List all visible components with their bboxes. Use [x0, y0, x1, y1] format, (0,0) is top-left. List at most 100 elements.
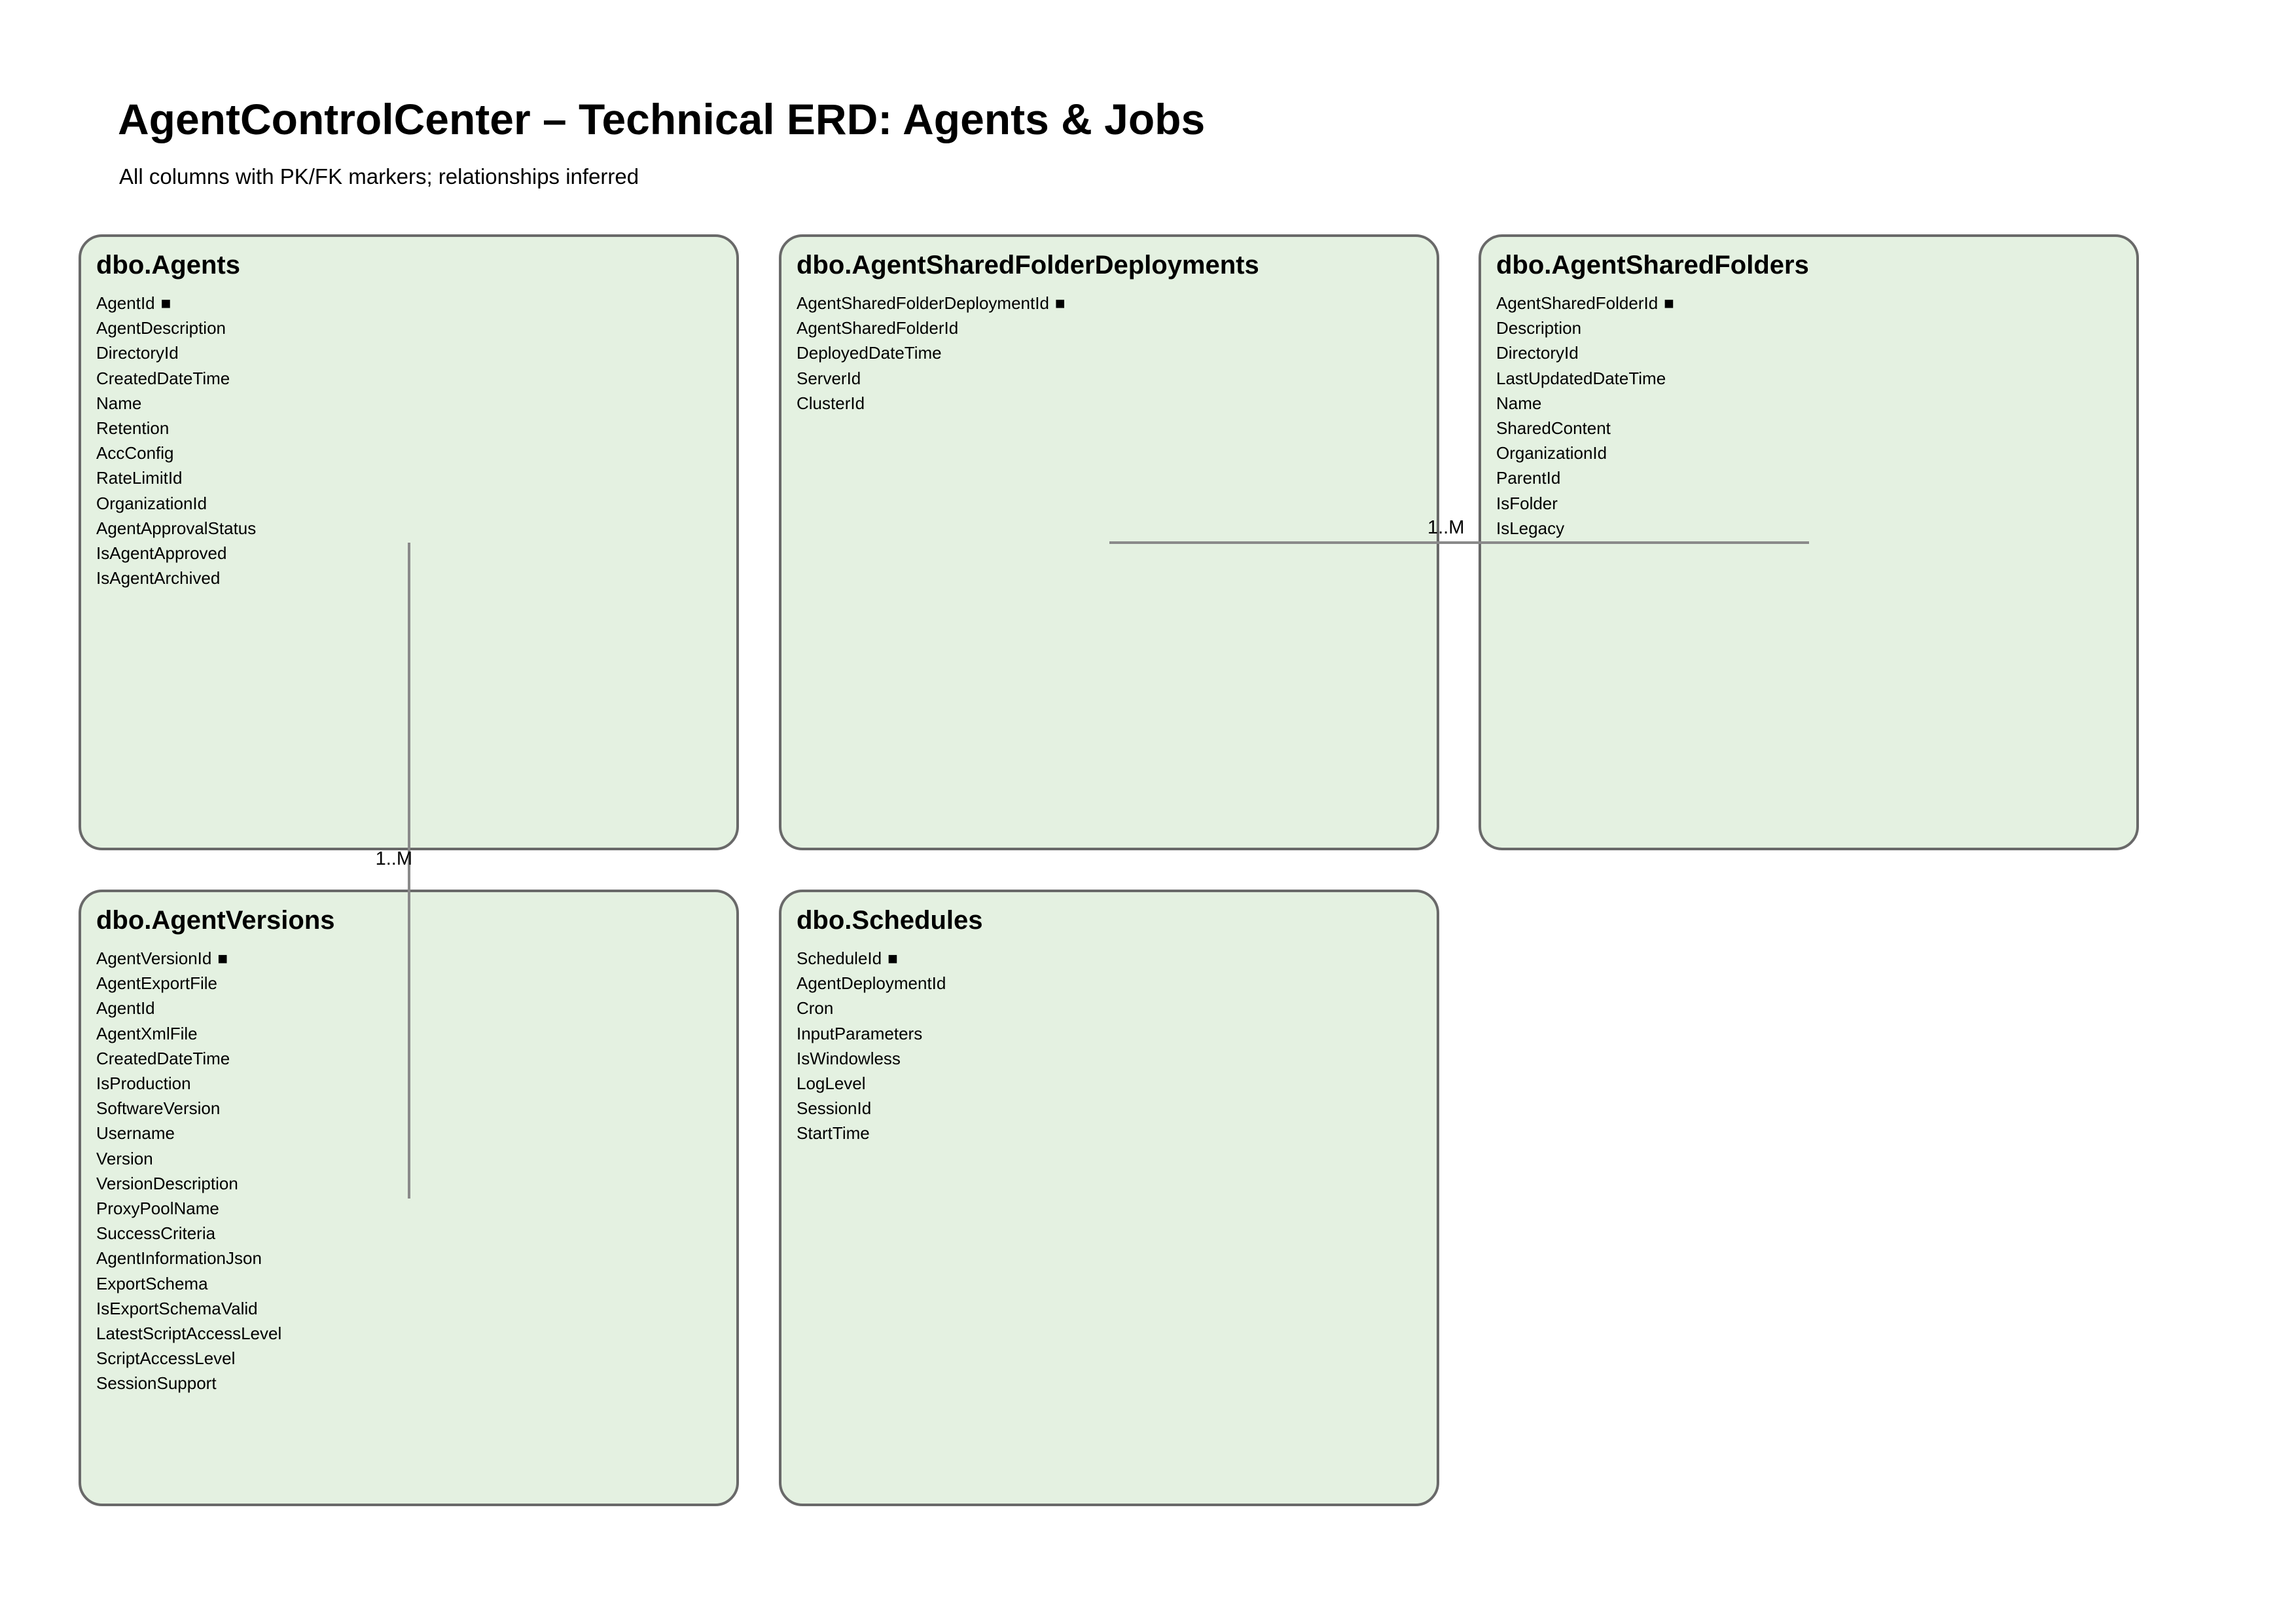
relationship-cardinality-label: 1..M — [1427, 517, 1465, 538]
column-row: DirectoryId — [96, 340, 736, 365]
column-name: StartTime — [797, 1123, 870, 1144]
column-name: IsLegacy — [1496, 518, 1565, 538]
column-name: Username — [96, 1123, 175, 1144]
column-row: SoftwareVersion — [96, 1096, 736, 1121]
column-name: Retention — [96, 418, 170, 439]
primary-key-marker-icon: ■ — [888, 948, 898, 968]
column-name: VersionDescription — [96, 1173, 238, 1193]
column-row: OrganizationId — [96, 491, 736, 516]
column-name: Name — [96, 393, 142, 413]
column-name: AgentInformationJson — [96, 1248, 262, 1269]
column-row: AgentSharedFolderId■ — [1496, 291, 2136, 316]
column-name: Version — [96, 1148, 153, 1168]
column-name: ProxyPoolName — [96, 1199, 219, 1219]
column-row: AgentXmlFile — [96, 1021, 736, 1046]
entity-title: dbo.AgentSharedFolders — [1496, 251, 1809, 280]
column-name: AgentSharedFolderId — [797, 318, 959, 338]
column-row: CreatedDateTime — [96, 1046, 736, 1071]
column-name: DirectoryId — [1496, 343, 1579, 363]
column-name: AgentXmlFile — [96, 1023, 198, 1043]
column-row: AgentVersionId■ — [96, 946, 736, 971]
column-row: RateLimitId — [96, 465, 736, 490]
column-row: DirectoryId — [1496, 340, 2136, 365]
column-row: AgentExportFile — [96, 971, 736, 996]
column-row: ProxyPoolName — [96, 1196, 736, 1221]
column-row: AgentInformationJson — [96, 1246, 736, 1271]
primary-key-marker-icon: ■ — [1664, 293, 1674, 313]
entity-title: dbo.Schedules — [797, 906, 983, 935]
column-row: AgentDeploymentId — [797, 971, 1437, 996]
column-row: LatestScriptAccessLevel — [96, 1321, 736, 1346]
column-name: SharedContent — [1496, 418, 1611, 439]
column-row: ParentId — [1496, 465, 2136, 490]
column-name: AgentVersionId — [96, 948, 212, 968]
column-name: AgentId — [96, 998, 155, 1019]
entity-title: dbo.AgentVersions — [96, 906, 335, 935]
column-row: AgentSharedFolderId — [797, 316, 1437, 340]
column-name: ClusterId — [797, 393, 865, 413]
column-name: IsFolder — [1496, 493, 1558, 513]
column-row: Username — [96, 1121, 736, 1146]
column-row: CreatedDateTime — [96, 366, 736, 391]
column-name: Description — [1496, 318, 1582, 338]
column-name: SoftwareVersion — [96, 1098, 221, 1119]
primary-key-marker-icon: ■ — [160, 293, 171, 313]
entity-title: dbo.Agents — [96, 251, 240, 280]
column-name: IsAgentApproved — [96, 543, 227, 564]
column-name: DirectoryId — [96, 343, 179, 363]
primary-key-marker-icon: ■ — [1054, 293, 1066, 313]
primary-key-marker-icon: ■ — [217, 948, 228, 968]
column-name: SessionSupport — [96, 1373, 217, 1394]
column-name: SessionId — [797, 1098, 872, 1119]
column-row: ScriptAccessLevel — [96, 1346, 736, 1371]
column-row: Cron — [797, 996, 1437, 1020]
column-name: AgentId — [96, 293, 155, 313]
column-name: CreatedDateTime — [96, 1048, 230, 1068]
column-name: IsAgentArchived — [96, 568, 221, 588]
column-name: Cron — [797, 998, 834, 1019]
column-name: SuccessCriteria — [96, 1223, 216, 1244]
column-row: SessionId — [797, 1096, 1437, 1121]
column-row: AccConfig — [96, 441, 736, 465]
column-name: AgentDeploymentId — [797, 973, 946, 994]
column-row: InputParameters — [797, 1021, 1437, 1046]
column-name: OrganizationId — [1496, 443, 1607, 463]
column-name: AgentSharedFolderId — [1496, 293, 1659, 313]
page-title: AgentControlCenter – Technical ERD: Agen… — [118, 95, 1206, 143]
column-row: SharedContent — [1496, 416, 2136, 441]
column-name: CreatedDateTime — [96, 368, 230, 388]
column-name: InputParameters — [797, 1023, 923, 1043]
entity-title: dbo.AgentSharedFolderDeployments — [797, 251, 1259, 280]
column-row: IsLegacy — [1496, 516, 2136, 541]
column-name: IsWindowless — [797, 1048, 901, 1068]
column-row: DeployedDateTime — [797, 340, 1437, 365]
column-name: ScriptAccessLevel — [96, 1348, 236, 1369]
column-row: AgentSharedFolderDeploymentId■ — [797, 291, 1437, 316]
column-row: AgentApprovalStatus — [96, 516, 736, 541]
column-row: Name — [96, 391, 736, 416]
column-name: ExportSchema — [96, 1273, 208, 1293]
relationship-cardinality-label: 1..M — [375, 848, 412, 869]
column-row: StartTime — [797, 1121, 1437, 1146]
column-row: IsAgentApproved — [96, 541, 736, 566]
column-row: OrganizationId — [1496, 441, 2136, 465]
column-row: SuccessCriteria — [96, 1221, 736, 1246]
column-row: Name — [1496, 391, 2136, 416]
entity-column-list: AgentSharedFolderDeploymentId■AgentShare… — [797, 291, 1437, 416]
column-row: Retention — [96, 416, 736, 441]
relationship-line-deployments-to-sharedfolders — [1109, 541, 1809, 544]
relationship-line-agents-to-agentversions — [408, 543, 410, 1199]
column-row: IsFolder — [1496, 491, 2136, 516]
column-row: AgentId■ — [96, 291, 736, 316]
entity-dbo-schedules: dbo.Schedules ScheduleId ■ AgentDeployment… — [779, 890, 1439, 1506]
column-row: ClusterId — [797, 391, 1437, 416]
column-name: ScheduleId — [797, 948, 882, 968]
column-row: Description — [1496, 316, 2136, 340]
column-row: IsWindowless — [797, 1046, 1437, 1071]
column-name: ParentId — [1496, 468, 1561, 488]
